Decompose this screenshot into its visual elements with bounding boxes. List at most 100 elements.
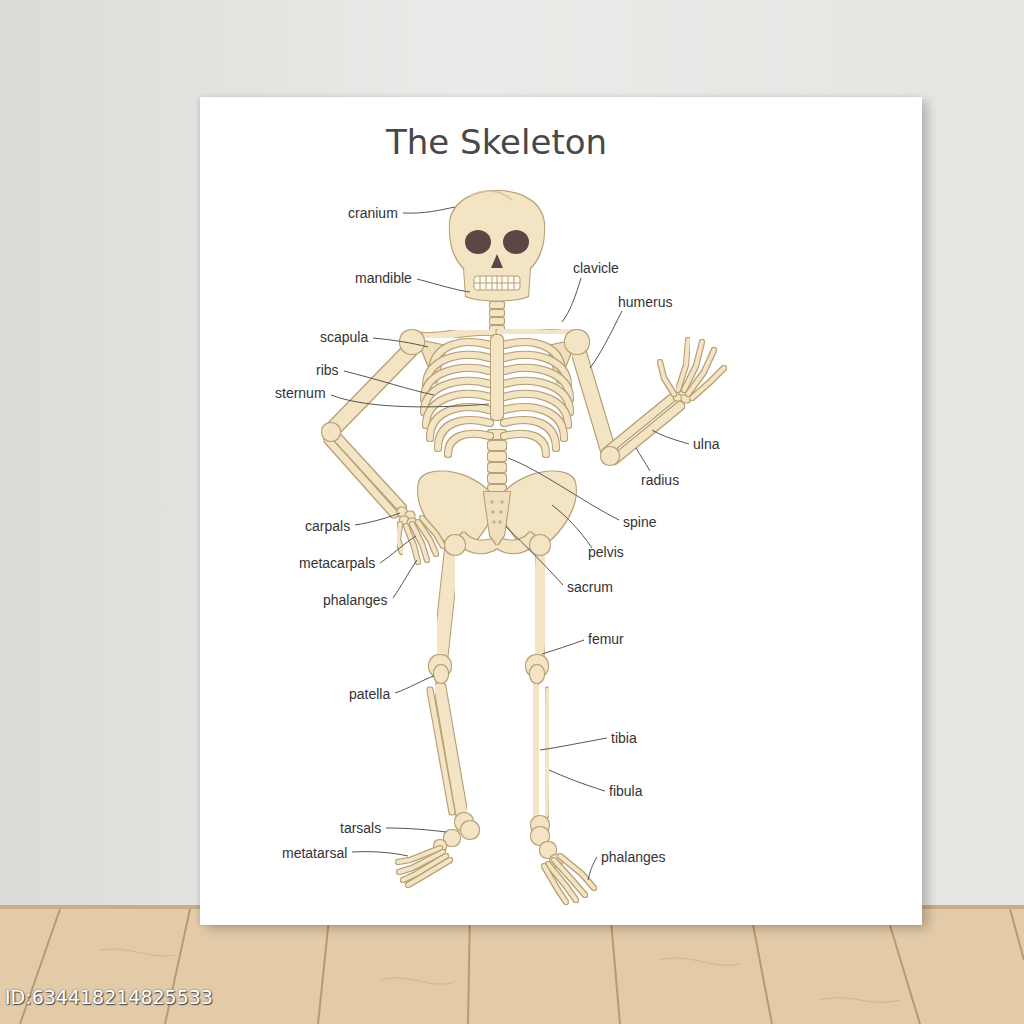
wall-and-floor-part-part bbox=[610, 909, 620, 1024]
bone-label: fibula bbox=[609, 783, 642, 800]
poster-title: The Skeleton bbox=[386, 122, 607, 162]
watermark: ID:634418214825533 bbox=[5, 986, 213, 1008]
skull-part bbox=[474, 276, 520, 290]
sacrum-part-part bbox=[498, 520, 502, 524]
wall-and-floor-part-part bbox=[885, 909, 920, 1024]
left-hand-part bbox=[422, 518, 443, 546]
leg-joints-part bbox=[444, 830, 460, 846]
bone-label: femur bbox=[588, 631, 624, 648]
leader-lines-part bbox=[540, 738, 607, 750]
ribs-part bbox=[504, 434, 546, 454]
spine bbox=[488, 430, 506, 494]
leader-lines-part bbox=[508, 458, 619, 520]
right-joints bbox=[565, 330, 691, 465]
leader-lines-part bbox=[652, 430, 689, 444]
leg-joints-part bbox=[461, 821, 479, 839]
leader-lines-part bbox=[344, 371, 434, 395]
skull-part bbox=[450, 191, 544, 301]
right-joints-part bbox=[601, 447, 619, 465]
right-arm-part bbox=[578, 350, 608, 450]
leg-joints-part bbox=[434, 665, 448, 683]
feet-part bbox=[408, 860, 450, 885]
wall-and-floor-part bbox=[100, 949, 900, 1002]
bone-label: phalanges bbox=[323, 592, 388, 609]
bone-label: ulna bbox=[693, 436, 719, 453]
right-hand-part bbox=[684, 342, 702, 390]
leader-lines-part bbox=[590, 311, 622, 368]
sacrum-part bbox=[484, 492, 510, 545]
neck-vertebrae bbox=[490, 302, 504, 332]
leader-lines-part bbox=[355, 513, 400, 525]
bone-label: tibia bbox=[611, 730, 637, 747]
leg-joints-part bbox=[445, 535, 465, 555]
left-hand-part bbox=[418, 522, 436, 554]
sternum bbox=[491, 335, 503, 420]
skull-part bbox=[470, 191, 512, 200]
wall-and-floor-part-part bbox=[380, 978, 455, 984]
bone-label: sternum bbox=[275, 385, 326, 402]
right-hand-part bbox=[660, 362, 674, 394]
wall-and-floor-part-part bbox=[1010, 909, 1024, 960]
leader-lines-part bbox=[417, 279, 470, 292]
left-joints-part bbox=[398, 508, 407, 517]
bone-label: scapula bbox=[320, 329, 368, 346]
bone-label: patella bbox=[349, 686, 390, 703]
leader-lines-part bbox=[588, 857, 597, 880]
pelvis bbox=[418, 472, 576, 554]
leader-lines-part bbox=[542, 640, 584, 654]
skull-part bbox=[474, 276, 520, 290]
left-arm bbox=[328, 350, 410, 514]
leader-lines-part bbox=[331, 395, 489, 407]
legs-part bbox=[537, 550, 543, 660]
right-arm-part bbox=[614, 406, 680, 460]
bone-label: tarsals bbox=[340, 820, 381, 837]
bone-label: clavicle bbox=[573, 260, 619, 277]
skull-part-part bbox=[474, 283, 520, 284]
sacrum-part-part bbox=[492, 520, 496, 524]
wall-and-floor-part-part bbox=[660, 958, 740, 965]
feet-part bbox=[544, 866, 566, 902]
bone-label: mandible bbox=[355, 270, 412, 287]
bone-label: humerus bbox=[618, 294, 672, 311]
sacrum bbox=[484, 492, 510, 545]
leader-lines-part bbox=[552, 505, 592, 548]
skull-part bbox=[465, 230, 491, 254]
leg-joints-part bbox=[530, 665, 544, 683]
neck-vertebrae-part bbox=[490, 310, 504, 316]
left-hand bbox=[398, 518, 443, 562]
clavicle-part bbox=[500, 330, 572, 333]
left-joints-part bbox=[322, 423, 340, 441]
sacrum-part-part bbox=[491, 510, 495, 514]
legs-part bbox=[534, 688, 538, 818]
spine-part bbox=[488, 441, 506, 450]
bone-label: radius bbox=[641, 472, 679, 489]
leg-joints-part bbox=[530, 535, 550, 555]
wall-and-floor-part-part bbox=[468, 909, 470, 1024]
bone-label: spine bbox=[623, 514, 656, 531]
right-arm bbox=[578, 350, 680, 460]
clavicle-part bbox=[418, 331, 494, 337]
leader-lines-part bbox=[506, 527, 563, 585]
left-arm-part bbox=[334, 350, 410, 428]
skull-part bbox=[491, 254, 503, 268]
wall-and-floor-part-part bbox=[750, 909, 772, 1024]
left-joints bbox=[322, 330, 424, 528]
bone-label: carpals bbox=[305, 518, 350, 535]
leader-lines-part bbox=[562, 278, 581, 322]
legs-part bbox=[440, 688, 462, 815]
leader-lines-part bbox=[386, 828, 446, 832]
feet bbox=[398, 848, 594, 902]
neck-vertebrae-part bbox=[490, 302, 504, 308]
leader-lines-part bbox=[549, 770, 605, 791]
sacrum-part-part bbox=[499, 510, 503, 514]
wall-and-floor-part-part bbox=[318, 909, 330, 1024]
wall-and-floor-part-part bbox=[100, 949, 175, 956]
bone-label: phalanges bbox=[601, 849, 666, 866]
skull bbox=[450, 191, 544, 301]
skull-part bbox=[503, 230, 529, 254]
ribs-part bbox=[448, 434, 490, 454]
bone-label: cranium bbox=[348, 205, 398, 222]
leader-lines-part bbox=[373, 338, 428, 347]
leg-joints bbox=[429, 535, 562, 867]
left-arm-part bbox=[336, 436, 402, 508]
